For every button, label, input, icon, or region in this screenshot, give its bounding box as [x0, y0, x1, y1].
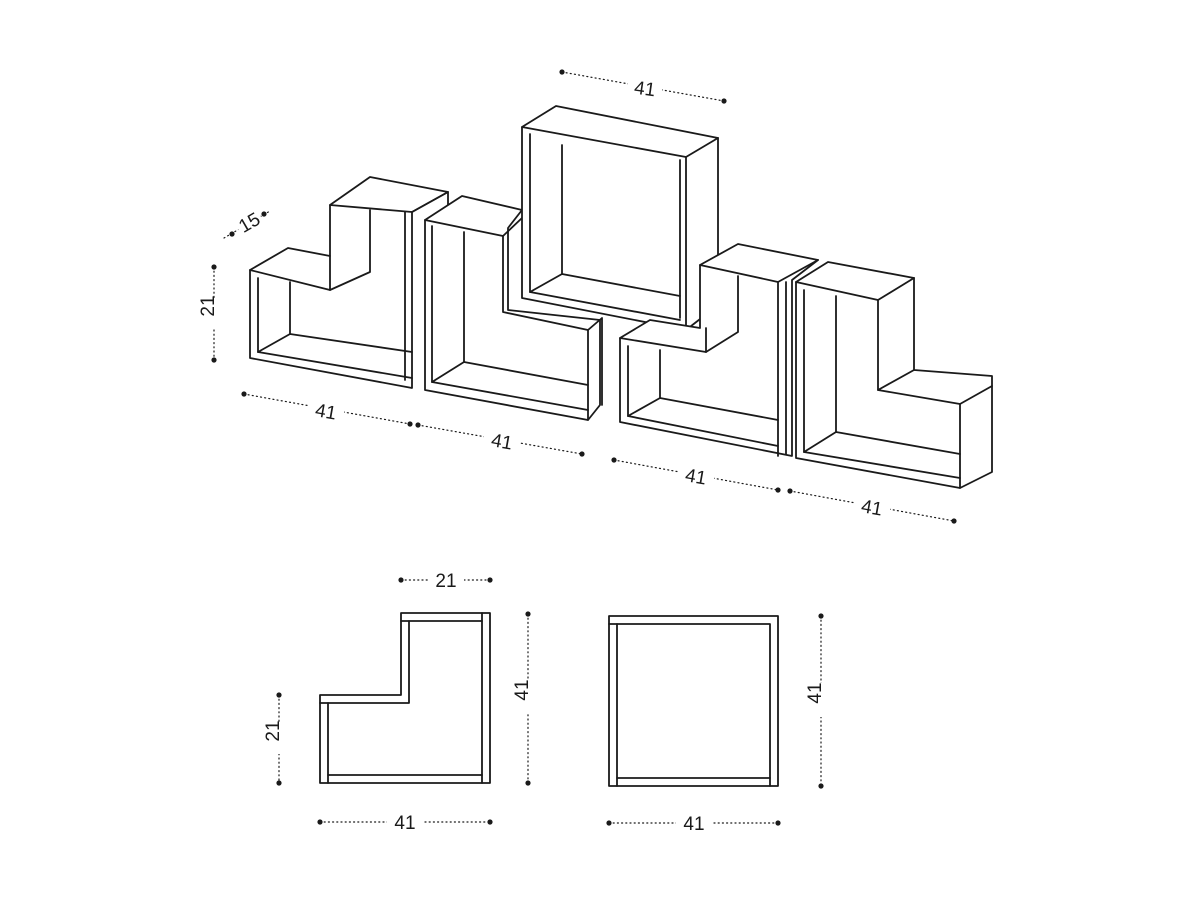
front-view-l-module [319, 612, 491, 784]
dim-iso-width-1-label: 41 [314, 400, 338, 424]
dim-sq-height-label: 41 [805, 682, 826, 703]
iso-module-l-left [249, 176, 449, 389]
dim-l-step-height-label: 21 [263, 720, 284, 741]
dim-iso-height: 21 [198, 264, 226, 363]
dim-sq-height: 41 [805, 613, 833, 789]
dim-iso-width-3: 41 [611, 457, 781, 493]
dim-iso-top-width-label: 41 [633, 78, 657, 102]
iso-module-l-center-right [619, 243, 819, 457]
dim-l-full-width-label: 41 [394, 813, 415, 834]
dim-iso-top-width: 41 [559, 69, 727, 104]
dim-iso-width-4: 41 [787, 488, 957, 524]
dim-l-step-height: 21 [263, 692, 291, 786]
dim-iso-width-2-label: 41 [490, 430, 514, 454]
dim-l-full-height-label: 41 [512, 679, 533, 700]
dim-iso-depth: 15 [223, 205, 271, 239]
dim-l-top-width: 21 [398, 568, 493, 592]
dim-iso-height-label: 21 [198, 295, 219, 316]
dim-iso-width-4-label: 41 [860, 496, 884, 520]
iso-module-square-top [521, 105, 719, 331]
iso-module-l-center-left [424, 195, 603, 421]
dim-sq-width-label: 41 [683, 814, 704, 835]
dim-iso-width-2: 41 [415, 422, 585, 457]
dim-iso-depth-label: 15 [235, 209, 264, 238]
dim-l-top-width-label: 21 [435, 571, 456, 592]
front-view-square-module [608, 615, 779, 787]
iso-module-l-right [795, 261, 993, 489]
dim-l-full-height: 41 [512, 611, 540, 786]
dim-l-full-width: 41 [317, 810, 493, 834]
dim-sq-width: 41 [606, 811, 781, 835]
dim-iso-width-3-label: 41 [684, 465, 708, 489]
dim-iso-width-1: 41 [241, 391, 413, 427]
